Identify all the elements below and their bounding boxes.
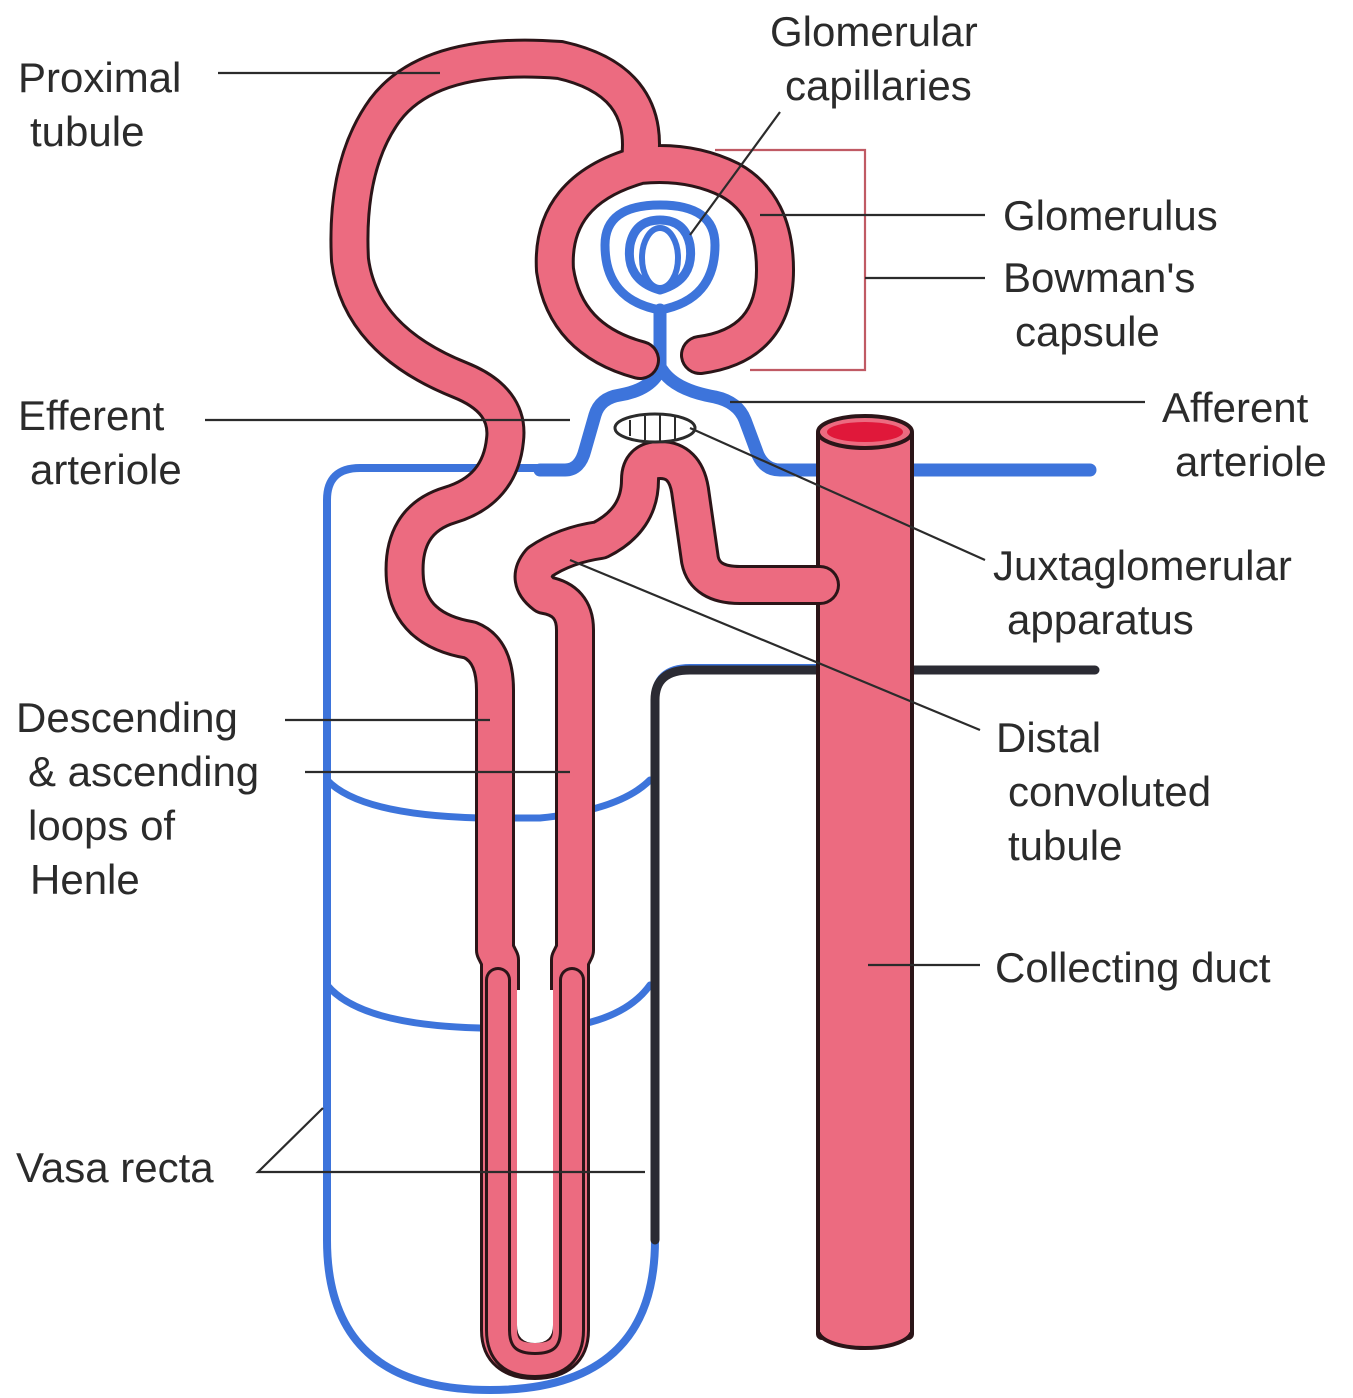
label-distal-convoluted-tubule: Distal convoluted tubule	[996, 714, 1223, 869]
label-collecting-duct: Collecting duct	[995, 944, 1271, 991]
juxtaglomerular-apparatus-cells	[615, 414, 695, 442]
glomerular-capillary-tuft	[605, 205, 715, 310]
label-glomerular-capillaries: Glomerular capillaries	[770, 8, 989, 109]
collecting-duct	[818, 416, 912, 1348]
loop-thin-gap	[518, 990, 552, 1342]
collecting-duct-lumen	[827, 422, 903, 442]
label-loops-of-henle: Descending & ascending loops of Henle	[16, 694, 271, 903]
glomerulus-core	[642, 228, 678, 288]
label-efferent-arteriole: Efferent arteriole	[18, 392, 182, 493]
nephron-tubule	[349, 59, 820, 1365]
labels: Proximal tubule Glomerular capillaries G…	[16, 8, 1327, 1191]
label-vasa-recta: Vasa recta	[16, 1144, 214, 1191]
collecting-duct-body-cover	[820, 432, 910, 1332]
label-bowmans-capsule: Bowman's capsule	[1003, 254, 1207, 355]
label-juxtaglomerular-apparatus: Juxtaglomerular apparatus	[993, 542, 1303, 643]
label-glomerulus: Glomerulus	[1003, 192, 1218, 239]
label-proximal-tubule: Proximal tubule	[18, 54, 193, 155]
label-afferent-arteriole: Afferent arteriole	[1162, 384, 1327, 485]
jga-cell-cluster	[615, 414, 695, 442]
